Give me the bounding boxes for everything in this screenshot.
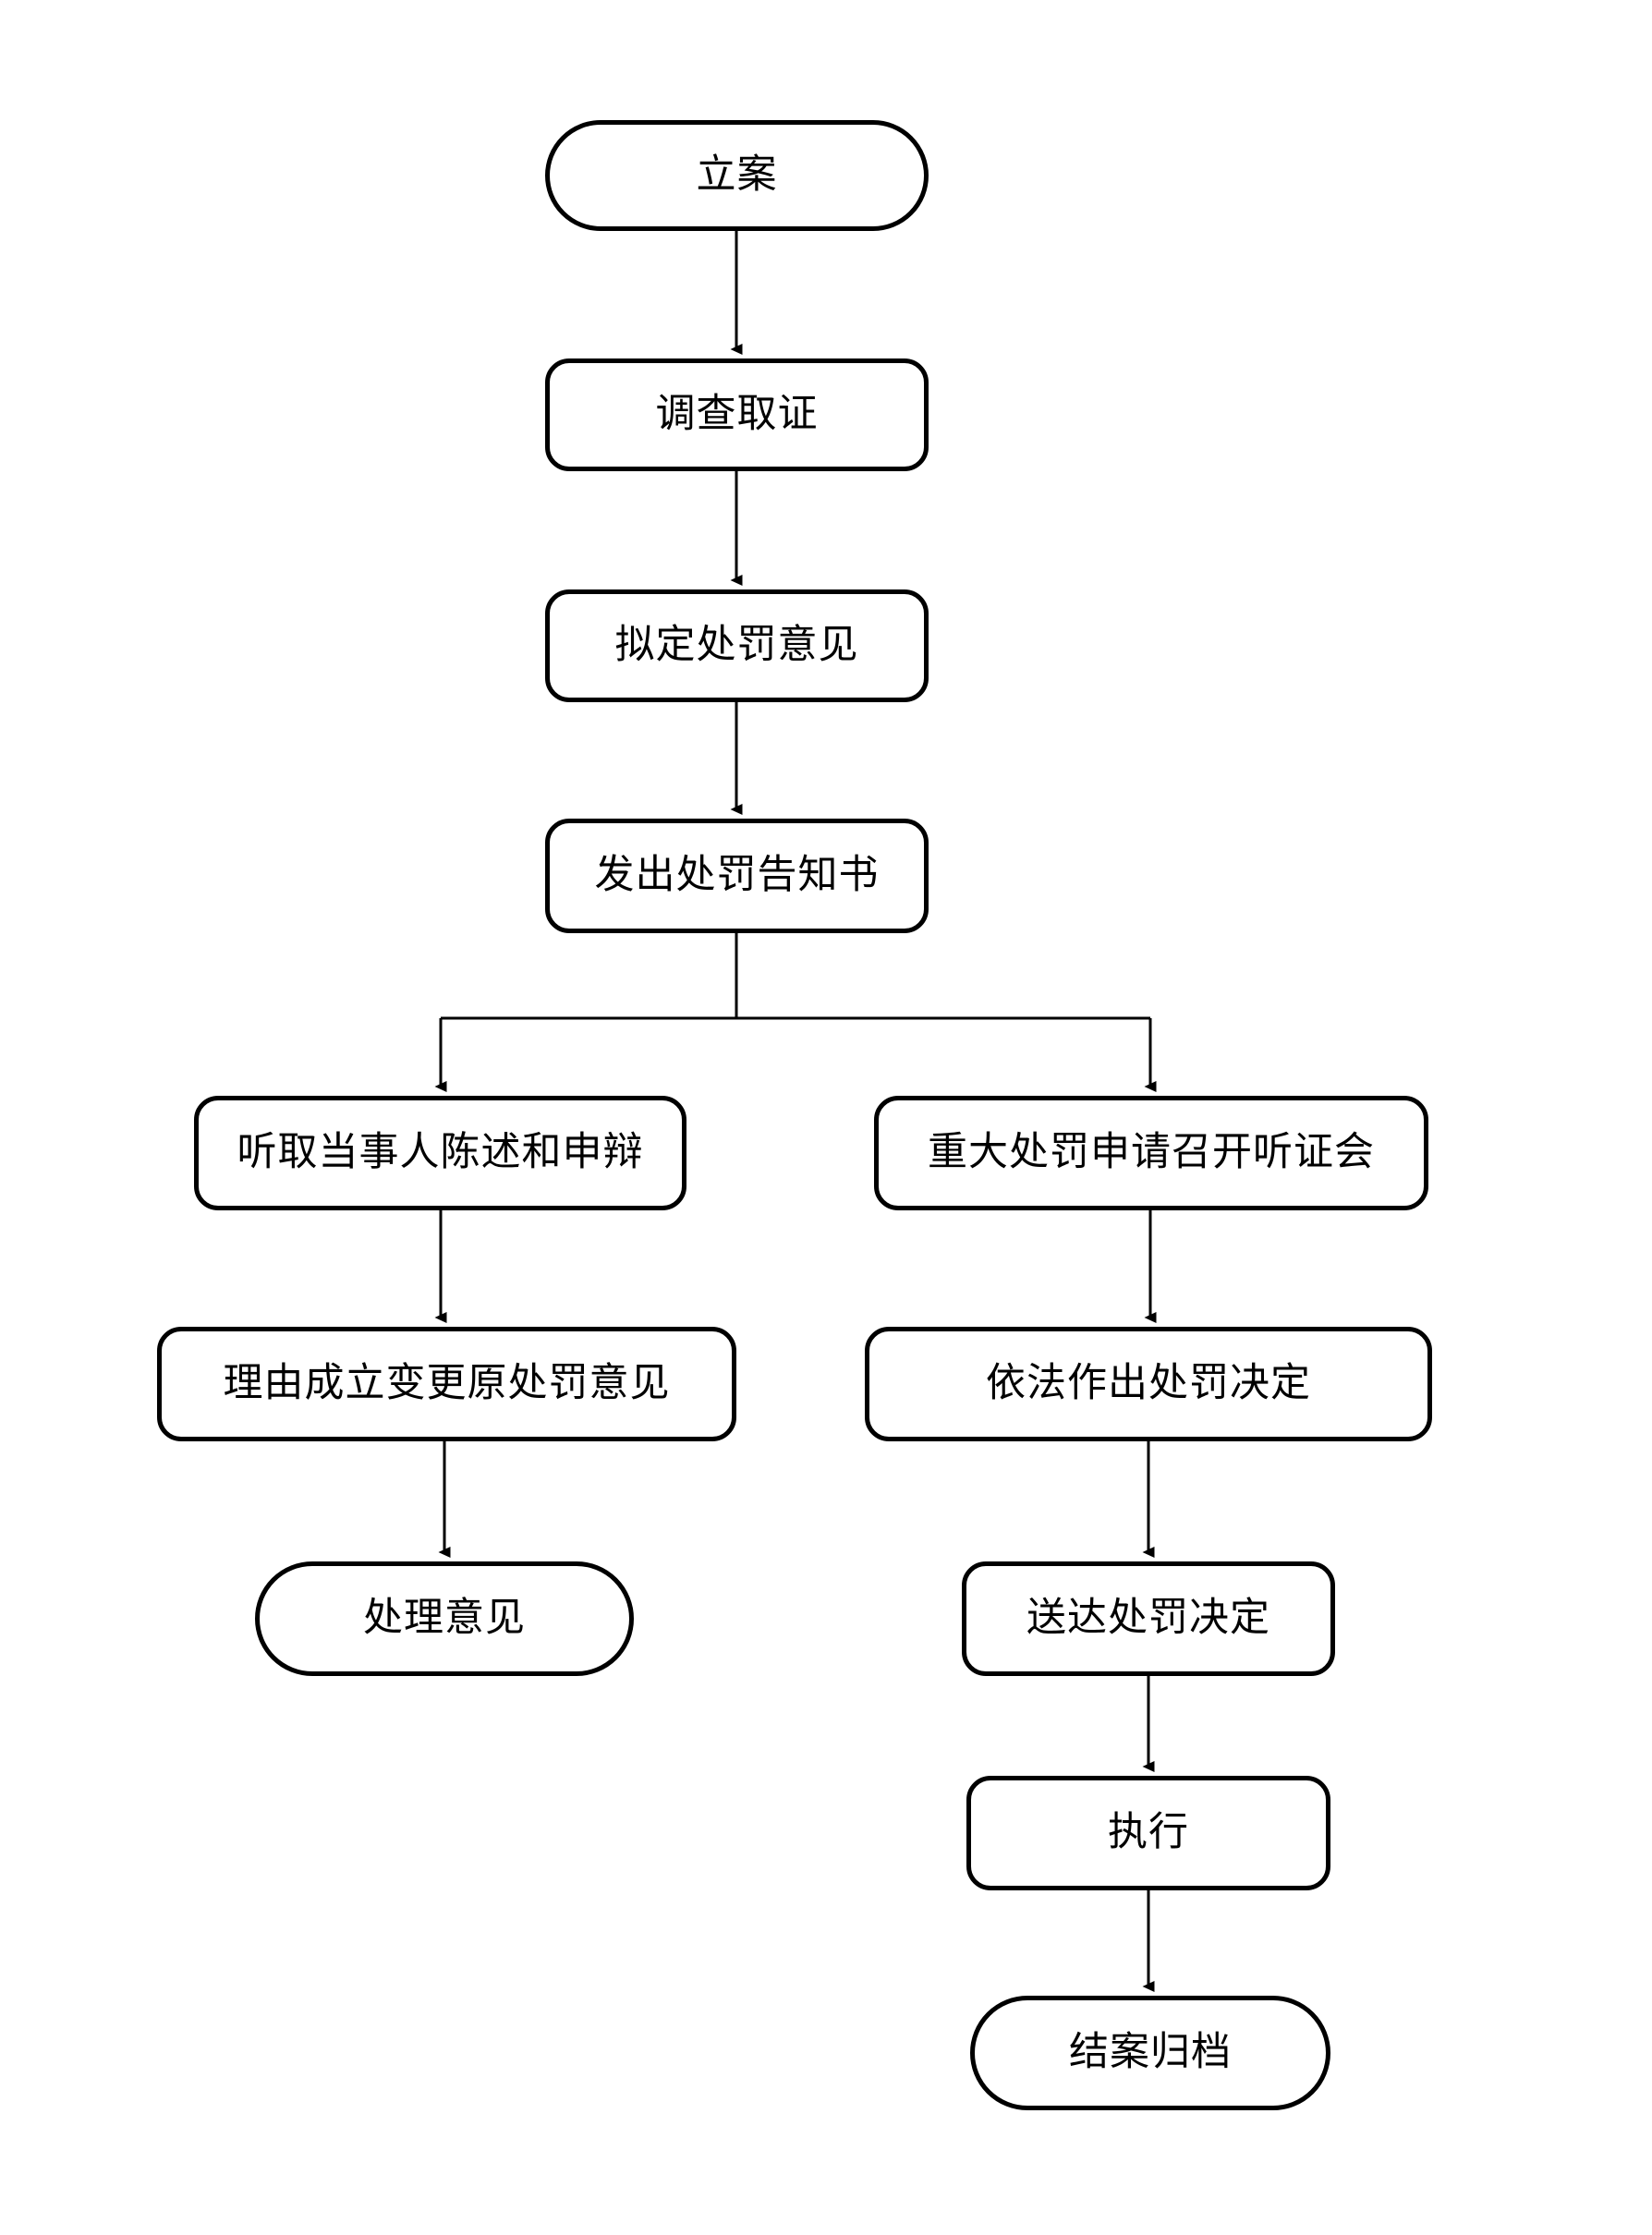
node-label: 依法作出处罚决定 [986,1362,1311,1406]
node-make-penalty-decision[interactable]: 依法作出处罚决定 [865,1327,1432,1441]
node-label: 立案 [696,153,778,198]
node-major-penalty-hearing-request[interactable]: 重大处罚申请召开听证会 [874,1096,1428,1210]
node-label: 听取当事人陈述和申辩 [237,1131,644,1175]
node-label: 理由成立变更原处罚意见 [223,1362,671,1406]
node-label: 结案归档 [1069,2031,1232,2075]
node-modify-original-penalty-opinion[interactable]: 理由成立变更原处罚意见 [157,1327,736,1441]
node-handling-opinion[interactable]: 处理意见 [255,1561,634,1676]
node-label: 发出处罚告知书 [594,854,880,898]
node-serve-penalty-decision[interactable]: 送达处罚决定 [962,1561,1335,1676]
node-label: 执行 [1108,1811,1189,1855]
node-case-filing[interactable]: 立案 [545,120,929,231]
node-issue-penalty-notice[interactable]: 发出处罚告知书 [545,819,929,933]
node-draft-penalty-opinion[interactable]: 拟定处罚意见 [545,589,929,702]
node-label: 送达处罚决定 [1026,1597,1270,1641]
node-hear-party-statement[interactable]: 听取当事人陈述和申辩 [194,1096,686,1210]
node-label: 处理意见 [363,1597,526,1641]
node-close-case-archive[interactable]: 结案归档 [970,1996,1330,2110]
node-label: 重大处罚申请召开听证会 [928,1131,1375,1175]
node-investigation-evidence[interactable]: 调查取证 [545,358,929,471]
node-execute[interactable]: 执行 [966,1776,1330,1890]
node-label: 拟定处罚意见 [614,624,859,668]
node-label: 调查取证 [655,393,819,437]
